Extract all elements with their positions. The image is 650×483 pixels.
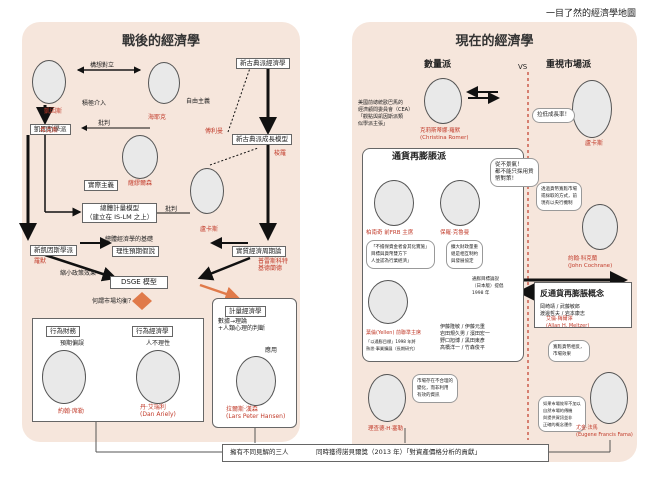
label-bernanke: 柏南奇 前FRB 主席 bbox=[366, 230, 414, 236]
bubble-krugman: 擴大財政量重 組是相互制約 與發展協定 bbox=[446, 240, 483, 269]
node-behavioral-econ: 行為經濟學 bbox=[132, 326, 173, 337]
label-ariely-name: 丹·艾瑞利 (Dan Ariely) bbox=[140, 404, 176, 418]
label-romer-name: 克莉斯蒂娜·羅默 (Christina Romer) bbox=[420, 128, 469, 141]
diamond-connector bbox=[132, 292, 152, 310]
portrait-bernanke bbox=[374, 180, 414, 226]
footer-right: 同時獲得諾貝爾獎（2013 年）「對資產價格分析的貢獻」 bbox=[316, 448, 481, 456]
bubble-thaler: 市場存在不合理的 變化，而非利用 有效的資訊 bbox=[412, 374, 458, 403]
label-critique-2: 批判 bbox=[165, 206, 178, 213]
right-title: 現在的經濟學 bbox=[455, 34, 534, 49]
label-shiller-tag: 預期偏誤 bbox=[60, 340, 85, 347]
label-anti-inflation: 反通貨再膨脹概念 bbox=[540, 289, 604, 298]
label-keynes: 凱因斯 bbox=[44, 108, 63, 115]
label-samuelson: 薩繆爾森 bbox=[128, 180, 153, 187]
node-behavioral-finance: 行為財務 bbox=[46, 326, 80, 337]
label-friedman: 傅利曼 bbox=[205, 128, 224, 135]
label-lucas-r: 盧卡斯 bbox=[585, 140, 604, 147]
portrait-lucas-r bbox=[572, 80, 612, 138]
node-is-lm: 總體計量模型 （建立在 IS-LM 之上） bbox=[82, 203, 158, 223]
portrait-yellen bbox=[368, 280, 408, 324]
label-questioning: 何謂市場均衡？ bbox=[92, 298, 135, 305]
label-hayek: 海耶克 bbox=[148, 114, 167, 121]
portrait-shiller bbox=[42, 350, 86, 404]
label-hansen-use: 應用 bbox=[265, 347, 278, 354]
portrait-friedman bbox=[190, 168, 224, 214]
label-solow: 梭羅 bbox=[274, 150, 287, 157]
label-hicks: 希克斯 bbox=[40, 127, 59, 134]
node-calc-econ: 計量經濟學 bbox=[225, 306, 266, 317]
label-lucas: 盧卡斯 bbox=[200, 226, 219, 233]
footer-left: 擁有不同見解的三人 bbox=[230, 448, 289, 456]
node-dsge: DSGE 模型 bbox=[110, 276, 168, 289]
label-critique-1: 批判 bbox=[98, 120, 111, 127]
bubble-meltzer: 寬鬆貨幣相反， 市場效果 bbox=[548, 340, 590, 362]
label-romer: 羅默 bbox=[34, 258, 47, 265]
label-yellen: 葉倫(Yellen) 前聯準主席 bbox=[366, 330, 421, 336]
bubble-cochrane: 透過貨幣寬鬆市場 或採取的方式，前 現有以央行機制 bbox=[536, 182, 582, 211]
romer-desc: 美國前總統歐巴馬的 經濟顧問委員會（CEA） 「觀點與凱因斯派類 似學派主張」 bbox=[358, 100, 414, 127]
label-theory-stand: 構想對立 bbox=[90, 62, 115, 69]
label-quant: 數量派 bbox=[424, 60, 452, 70]
portrait-romer bbox=[424, 78, 462, 124]
label-prescott: 普雷斯科特 基德蘭德 bbox=[258, 258, 289, 272]
page-title: 一目了然的經濟學地圖 bbox=[545, 9, 636, 19]
portrait-cochrane bbox=[582, 204, 618, 250]
label-market: 重視市場派 bbox=[546, 60, 592, 70]
japan-note: 通膨目標論說 （日本版）提倡 1998 年 bbox=[472, 277, 504, 296]
portrait-hansen bbox=[236, 356, 276, 406]
portrait-fama bbox=[590, 372, 628, 424]
node-rational-exp: 理性預期假說 bbox=[112, 246, 159, 257]
japan-list: 伊藤隆敏 / 伊藤元重 岩田規久男 / 濱田宏一 野口旭博 / 黑田東彥 高橋洋… bbox=[440, 324, 490, 351]
yellen-desc: 「以通膨目標」1998 年將 熟悉·事業擴展（長期研究） bbox=[366, 339, 418, 351]
node-real-business: 實質經濟周期論 bbox=[232, 246, 286, 257]
portrait-hayek bbox=[148, 62, 180, 104]
portrait-thaler bbox=[368, 374, 406, 422]
label-hansen-name: 拉爾斯·漢森 (Lars Peter Hansen) bbox=[226, 406, 286, 420]
node-keynesian: 凱因斯學派 bbox=[30, 124, 71, 135]
label-meltzer: 艾倫·梅爾澤 (Allan H. Meltzer) bbox=[546, 316, 590, 329]
label-ariely-tag: 人不理性 bbox=[146, 340, 171, 347]
bubble-lucas: 拉低成長率！ bbox=[532, 108, 576, 123]
node-real-problems: 實際主義 bbox=[84, 180, 118, 191]
label-gov-intervene: 積極介入 bbox=[82, 100, 107, 107]
bubble-inflation: 從不景氣！ 都不能只採用貨 幣對策！ bbox=[490, 158, 539, 187]
portrait-krugman bbox=[440, 180, 480, 226]
label-hansen-desc: 數據→理論 +人類心理的判斷 bbox=[218, 318, 266, 332]
label-reduce-policy: 縮小政策效果 bbox=[60, 270, 97, 277]
bubble-bernanke: 「不擔保資金者會其化實施」 目標與貨幣雙方下 人並認為行業經濟」 bbox=[366, 240, 435, 269]
label-free-market: 自由主義 bbox=[186, 98, 211, 105]
label-shiller-name: 約翰·席勒 bbox=[58, 408, 84, 415]
label-micro-base: 總體經濟學的基礎 bbox=[105, 236, 154, 243]
footer-bar bbox=[222, 444, 549, 462]
label-thaler: 理查德·H·塞勒 bbox=[368, 426, 404, 432]
anti-inflation-box bbox=[534, 282, 632, 328]
label-inflation: 通貨再膨脹派 bbox=[392, 152, 447, 162]
anti-people: 岡崎靖 / 武藤敏郎 渡邊哲夫 / 岩本康志 bbox=[540, 304, 585, 317]
node-new-keynesian: 新凱因斯學派 bbox=[30, 245, 77, 256]
node-new-classical: 新古典派經濟學 bbox=[236, 58, 290, 69]
label-fama: 尤金·法馬 (Eugene Francis Fama) bbox=[576, 425, 633, 438]
node-neo-growth: 新古典派成長模型 bbox=[232, 134, 292, 145]
portrait-keynes bbox=[32, 60, 66, 104]
left-title: 戰後的經濟學 bbox=[121, 34, 200, 49]
label-vs: VS bbox=[518, 63, 528, 71]
portrait-ariely bbox=[136, 350, 180, 404]
label-krugman: 保羅·克魯曼 bbox=[440, 230, 470, 236]
portrait-samuelson bbox=[122, 135, 158, 179]
bubble-fama: 如果市場效率不加以 自然市場的傳機 與提供資訊並非 正確的概念運作 bbox=[538, 396, 586, 432]
label-cochrane: 約翰·科克蘭 (John Cochrane) bbox=[568, 256, 613, 269]
